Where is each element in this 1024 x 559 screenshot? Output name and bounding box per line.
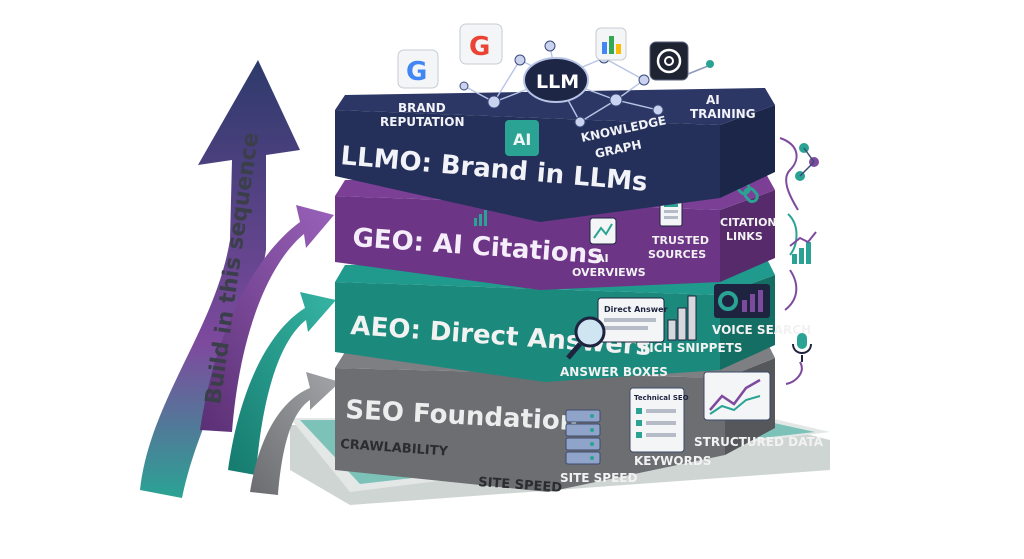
svg-text:G: G [469, 32, 490, 62]
answer-box-icon: Direct Answer [597, 297, 668, 343]
svg-text:G: G [406, 57, 427, 87]
google-icon: G [459, 23, 503, 65]
seo-label-keywords: KEYWORDS [634, 454, 711, 468]
aeo-branch-arrow [228, 292, 336, 475]
geo-label-overviews: OVERVIEWS [572, 266, 646, 279]
checklist-icon: Technical SEO [629, 387, 689, 453]
geo-mini-chart-icon [474, 210, 487, 226]
network-share-icon [795, 143, 819, 181]
layer-llmo: LLMO: Brand in LLMs BRAND REPUTATION KNO… [335, 23, 775, 222]
ai-badge-icon: AI [505, 120, 539, 156]
bar-chart-icon [667, 295, 697, 341]
seo-label-structured-data: STRUCTURED DATA [694, 435, 824, 449]
geo-label-links: LINKS [726, 230, 763, 243]
llmo-front-face [335, 110, 720, 222]
geo-front-face [335, 196, 720, 290]
analytics-icon [789, 231, 817, 264]
main-sequence-arrow [140, 60, 300, 498]
magnifier-icon [566, 316, 606, 360]
seo-label-site-speed: SITE SPEED [560, 471, 638, 485]
geo-branch-arrow [200, 205, 334, 432]
seo-branch-arrow [250, 372, 340, 495]
llmo-connector-dot [687, 60, 714, 75]
llmo-label-brand: BRAND [398, 101, 446, 115]
voice-search-icon [714, 284, 770, 318]
llmo-label-training: TRAINING [690, 107, 756, 121]
llmo-top-face [335, 88, 775, 125]
server-icon [565, 409, 601, 465]
right-side-connectors [779, 137, 803, 385]
aeo-label-answer-boxes: ANSWER BOXES [560, 365, 668, 379]
gemini-icon [595, 27, 627, 61]
ai-overviews-icon [589, 217, 617, 245]
seo-card-label: Technical SEO [634, 394, 689, 402]
llmo-label-ai: AI [706, 93, 720, 107]
llmo-label-reputation: REPUTATION [380, 115, 464, 129]
llm-hub-label: LLM [536, 71, 579, 93]
structured-data-chart-icon [703, 371, 771, 421]
llmo-side-face [720, 105, 775, 198]
openai-icon [649, 41, 689, 81]
seo-front-face [335, 368, 725, 492]
llm-hub-icon: LLM [523, 57, 589, 103]
aeo-label-voice-search: VOICE SEARCH [712, 323, 811, 337]
google-icon: G [397, 49, 439, 89]
llmo-ai-badge-label: AI [513, 130, 531, 149]
aeo-card-label: Direct Answer [604, 305, 668, 314]
geo-side-face [720, 190, 775, 282]
geo-label-citation: CITATION [720, 216, 777, 229]
seo-label-site-speed-left: SITE SPEED [478, 475, 563, 496]
aeo-label-rich-snippets: RICH SNIPPETS [640, 341, 743, 355]
geo-label-sources: SOURCES [648, 248, 706, 261]
microphone-icon [792, 333, 812, 362]
geo-label-ai: AI [596, 252, 609, 265]
geo-label-trusted: TRUSTED [652, 234, 709, 247]
